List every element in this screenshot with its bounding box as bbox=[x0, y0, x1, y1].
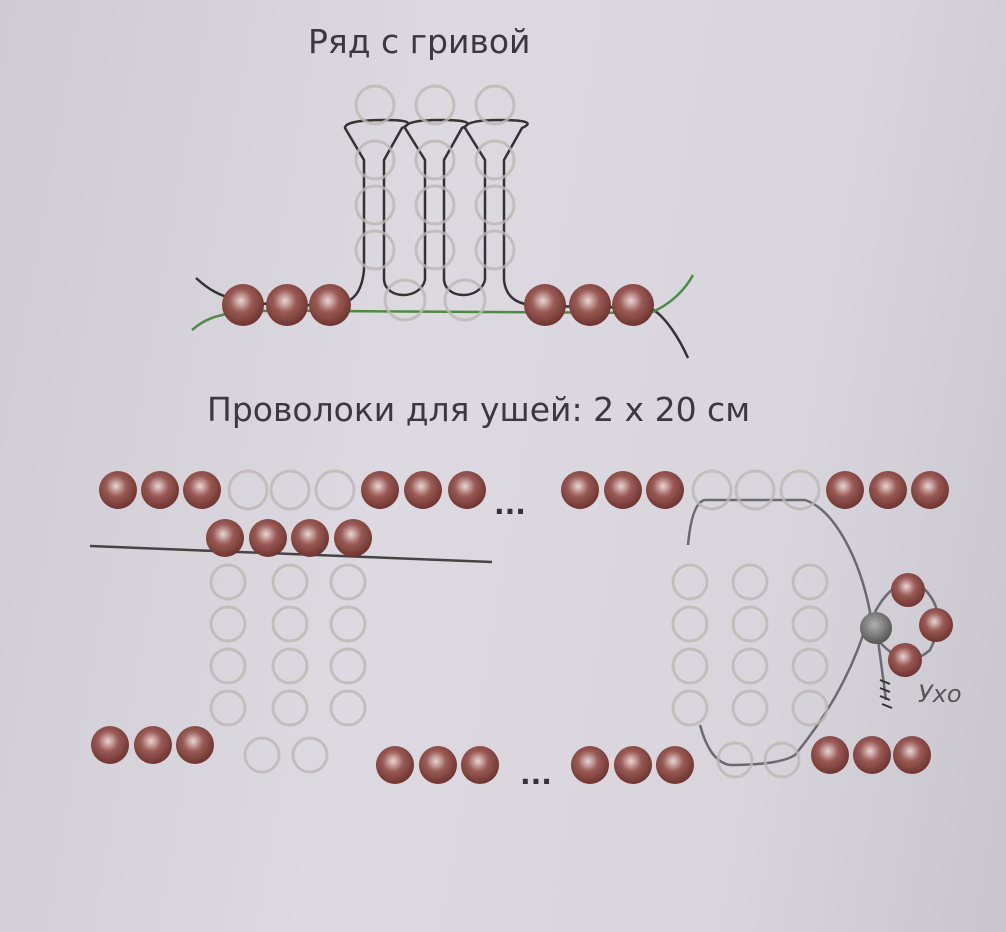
ghost-bead bbox=[763, 741, 801, 779]
bead bbox=[604, 471, 642, 509]
ghost-bead bbox=[329, 563, 367, 601]
bead bbox=[612, 284, 654, 326]
bead bbox=[561, 471, 599, 509]
ghost-bead bbox=[271, 647, 309, 685]
ghost-bead bbox=[716, 741, 754, 779]
ghost-bead bbox=[731, 689, 769, 727]
bead bbox=[646, 471, 684, 509]
bead bbox=[376, 746, 414, 784]
bead bbox=[888, 643, 922, 677]
bead bbox=[614, 746, 652, 784]
ghost-bead bbox=[271, 689, 309, 727]
ghost-bead bbox=[209, 647, 247, 685]
ghost-bead bbox=[791, 689, 829, 727]
ghost-bead bbox=[734, 469, 776, 511]
bead bbox=[99, 471, 137, 509]
bead bbox=[266, 284, 308, 326]
ellipsis-top: ... bbox=[494, 488, 526, 521]
bead bbox=[404, 471, 442, 509]
bead bbox=[461, 746, 499, 784]
bead bbox=[183, 471, 221, 509]
bead bbox=[361, 471, 399, 509]
ghost-bead bbox=[791, 647, 829, 685]
bead bbox=[891, 573, 925, 607]
ghost-bead bbox=[731, 605, 769, 643]
bead bbox=[853, 736, 891, 774]
wire-twist bbox=[879, 679, 893, 709]
ghost-bead bbox=[329, 647, 367, 685]
ear-wire bbox=[686, 498, 872, 767]
ghost-bead bbox=[474, 139, 516, 181]
bead bbox=[448, 471, 486, 509]
ghost-bead bbox=[791, 605, 829, 643]
bead bbox=[134, 726, 172, 764]
bead bbox=[911, 471, 949, 509]
bead bbox=[249, 519, 287, 557]
ghost-bead bbox=[731, 647, 769, 685]
wire-black bbox=[195, 118, 690, 359]
bead bbox=[656, 746, 694, 784]
ghost-bead bbox=[227, 469, 269, 511]
ghost-bead bbox=[443, 278, 487, 322]
ghost-bead bbox=[474, 229, 516, 271]
bead bbox=[91, 726, 129, 764]
ellipsis-bottom: ... bbox=[520, 758, 552, 791]
ghost-bead bbox=[269, 469, 311, 511]
ghost-bead bbox=[414, 184, 456, 226]
ghost-bead bbox=[354, 184, 396, 226]
ghost-bead bbox=[414, 229, 456, 271]
ghost-bead bbox=[791, 563, 829, 601]
ghost-bead bbox=[329, 689, 367, 727]
bead bbox=[811, 736, 849, 774]
ghost-bead bbox=[671, 605, 709, 643]
ghost-bead bbox=[209, 605, 247, 643]
ghost-bead bbox=[209, 563, 247, 601]
bead bbox=[869, 471, 907, 509]
bead bbox=[309, 284, 351, 326]
divider-line bbox=[89, 544, 493, 564]
grey-bead bbox=[860, 612, 892, 644]
mane-row-title: Ряд с гривой bbox=[308, 22, 531, 61]
bead bbox=[334, 519, 372, 557]
ghost-bead bbox=[271, 563, 309, 601]
bead bbox=[893, 736, 931, 774]
ghost-bead bbox=[243, 736, 281, 774]
bead bbox=[826, 471, 864, 509]
ghost-bead bbox=[671, 563, 709, 601]
ghost-bead bbox=[414, 139, 456, 181]
ghost-bead bbox=[271, 605, 309, 643]
ear-label: Ухо bbox=[918, 680, 962, 708]
ghost-bead bbox=[354, 139, 396, 181]
ghost-bead bbox=[354, 229, 396, 271]
bead bbox=[524, 284, 566, 326]
ghost-bead bbox=[731, 563, 769, 601]
bead bbox=[291, 519, 329, 557]
ghost-bead bbox=[474, 184, 516, 226]
bead bbox=[206, 519, 244, 557]
bead bbox=[419, 746, 457, 784]
ghost-bead bbox=[354, 84, 396, 126]
ghost-bead bbox=[329, 605, 367, 643]
ghost-bead bbox=[209, 689, 247, 727]
ghost-bead bbox=[671, 689, 709, 727]
bead bbox=[176, 726, 214, 764]
bead bbox=[141, 471, 179, 509]
ghost-bead bbox=[474, 84, 516, 126]
bead bbox=[569, 284, 611, 326]
bead bbox=[222, 284, 264, 326]
bead bbox=[919, 608, 953, 642]
ghost-bead bbox=[779, 469, 821, 511]
bead bbox=[571, 746, 609, 784]
ghost-bead bbox=[414, 84, 456, 126]
ghost-bead bbox=[383, 278, 427, 322]
ghost-bead bbox=[291, 736, 329, 774]
ear-wires-title: Проволоки для ушей: 2 x 20 см bbox=[207, 390, 751, 429]
ghost-bead bbox=[314, 469, 356, 511]
ghost-bead bbox=[671, 647, 709, 685]
ghost-bead bbox=[691, 469, 733, 511]
